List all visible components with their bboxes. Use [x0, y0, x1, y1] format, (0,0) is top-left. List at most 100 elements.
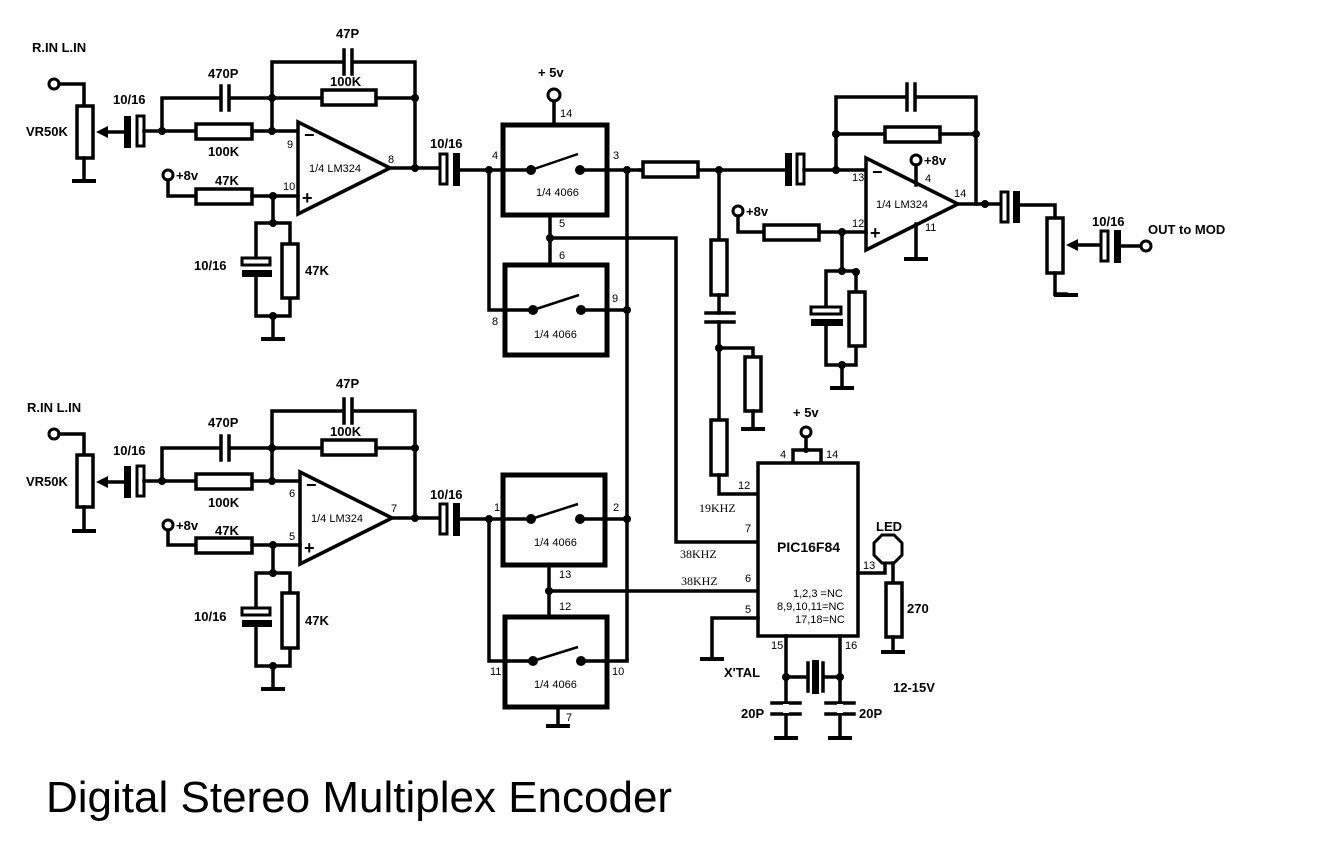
- switch-supply-label: + 5v: [538, 65, 564, 80]
- pin-label: 10: [283, 181, 295, 193]
- pin-label: 7: [391, 503, 397, 515]
- supply-label: +8v: [176, 168, 199, 183]
- wiper-arrow-icon: [1066, 239, 1078, 251]
- mixer-opamp-lm324: [864, 155, 962, 253]
- output-terminal[interactable]: [1139, 239, 1153, 253]
- nc-note: 17,18=NC: [795, 614, 845, 626]
- pin-label: 9: [287, 139, 293, 151]
- crystal-label: X'TAL: [724, 665, 760, 680]
- opamp-lm324: [296, 119, 394, 217]
- pin-label: 12: [559, 601, 571, 613]
- pin-label: 14: [954, 188, 966, 200]
- pin-label: 4: [925, 173, 931, 185]
- led-icon: [872, 533, 904, 565]
- pin-label: 5: [745, 604, 751, 616]
- pin-label: 4: [492, 150, 498, 162]
- cap-47p-label: 47P: [336, 26, 359, 41]
- output-cap-label: 10/16: [430, 136, 463, 151]
- input-label: R.IN L.IN: [27, 400, 81, 415]
- svg-text:−: −: [872, 162, 883, 182]
- pic-controller: + 5v 4 14 PIC16F84 1,2,3 =NC 8,9,10,11=N…: [680, 405, 935, 740]
- coupling-cap-label: 10/16: [113, 92, 146, 107]
- pin-label: 12: [738, 480, 750, 492]
- pin-label: 8: [388, 154, 394, 166]
- bias-res-label: 47K: [215, 523, 239, 538]
- pot-label: VR50K: [26, 474, 69, 489]
- crystal-cap-label: 20P: [741, 706, 764, 721]
- clock-signal-label: 38KHZ: [680, 547, 717, 561]
- supply-terminal: [546, 87, 562, 103]
- pin-label: 6: [745, 573, 751, 585]
- switch-part-label: 1/4 4066: [534, 537, 577, 549]
- pin-label: 13: [559, 569, 571, 581]
- output-cap-label: 10/16: [430, 487, 463, 502]
- supply-voltage-note: 12-15V: [893, 680, 935, 695]
- pin-label: 4: [780, 449, 786, 461]
- crystal-cap-label: 20P: [859, 706, 882, 721]
- pin-label: 5: [559, 218, 565, 230]
- pic16f84-chip: [756, 461, 860, 638]
- feedback-res-label: 100K: [330, 424, 362, 439]
- pin-label: 13: [863, 560, 875, 572]
- pin-label: 6: [289, 488, 295, 500]
- opamp-lm324: [298, 469, 396, 567]
- led-res-label: 270: [907, 601, 929, 616]
- supply-label: +8v: [924, 153, 947, 168]
- output-level-pot[interactable]: [1045, 216, 1065, 275]
- opamp-label: 1/4 LM324: [876, 199, 928, 211]
- pin-label: 9: [612, 293, 618, 305]
- wiper-arrow-icon: [96, 126, 108, 138]
- wiper-arrow-icon: [96, 476, 108, 488]
- output-cap-label: 10/16: [1092, 214, 1125, 229]
- bias-cap-label: 10/16: [194, 609, 227, 624]
- input-res-label: 100K: [208, 144, 240, 159]
- pin-label: 1: [494, 502, 500, 514]
- pin-label: 2: [613, 502, 619, 514]
- svg-text:−: −: [304, 125, 315, 145]
- pin-label: 16: [845, 640, 857, 652]
- pin-label: 5: [289, 531, 295, 543]
- pin-label: 6: [559, 250, 565, 262]
- pin-label: 11: [490, 666, 501, 678]
- pic-supply-label: + 5v: [793, 405, 819, 420]
- bias-cap-label: 10/16: [194, 258, 227, 273]
- svg-text:+: +: [302, 188, 313, 208]
- input-channel-2: R.IN L.IN VR50K 10/16 470P 100K 47P 100K: [26, 376, 463, 691]
- pin-label: 10: [612, 666, 624, 678]
- feedback-res-label: 100K: [330, 74, 362, 89]
- pin-label: 15: [771, 640, 783, 652]
- coupling-cap-label: 10/16: [113, 443, 146, 458]
- analog-switches-4066: + 5v 14 4 3 1/4 4066 5 6 8 9 1/4 4066: [458, 65, 760, 728]
- nc-note: 1,2,3 =NC: [793, 588, 843, 600]
- volume-pot[interactable]: [75, 104, 95, 160]
- pin-label: 14: [560, 108, 572, 120]
- supply-label: +8v: [746, 204, 769, 219]
- bias-res2-label: 47K: [305, 613, 329, 628]
- svg-text:+: +: [870, 223, 881, 243]
- input-res-label: 100K: [208, 495, 240, 510]
- bias-res2-label: 47K: [305, 263, 329, 278]
- pilot-signal-label: 19KHZ: [699, 501, 736, 515]
- cap-470p-label: 470P: [208, 66, 239, 81]
- pin-label: 7: [566, 712, 572, 724]
- input-label: R.IN L.IN: [32, 40, 86, 55]
- led-label: LED: [876, 519, 902, 534]
- nc-note: 8,9,10,11=NC: [777, 601, 844, 613]
- supply-label: +8v: [176, 518, 199, 533]
- pin-label: 8: [492, 316, 498, 328]
- pic-name-label: PIC16F84: [777, 539, 840, 555]
- cap-47p-label: 47P: [336, 376, 359, 391]
- mixer-stage: − + 1/4 LM324 13 12 14 +8v 4 11 +8v: [638, 82, 1225, 496]
- opamp-label: 1/4 LM324: [311, 513, 363, 525]
- page-title: Digital Stereo Multiplex Encoder: [46, 773, 672, 822]
- opamp-label: 1/4 LM324: [309, 163, 361, 175]
- volume-pot[interactable]: [75, 453, 95, 509]
- pin-label: 14: [826, 449, 838, 461]
- pin-label: 3: [613, 150, 619, 162]
- pot-label: VR50K: [26, 124, 69, 139]
- crystal-icon: [812, 660, 819, 694]
- clock-signal-label: 38KHZ: [681, 574, 718, 588]
- output-label: OUT to MOD: [1148, 222, 1225, 237]
- svg-text:+: +: [304, 538, 315, 558]
- pin-label: 13: [852, 172, 864, 184]
